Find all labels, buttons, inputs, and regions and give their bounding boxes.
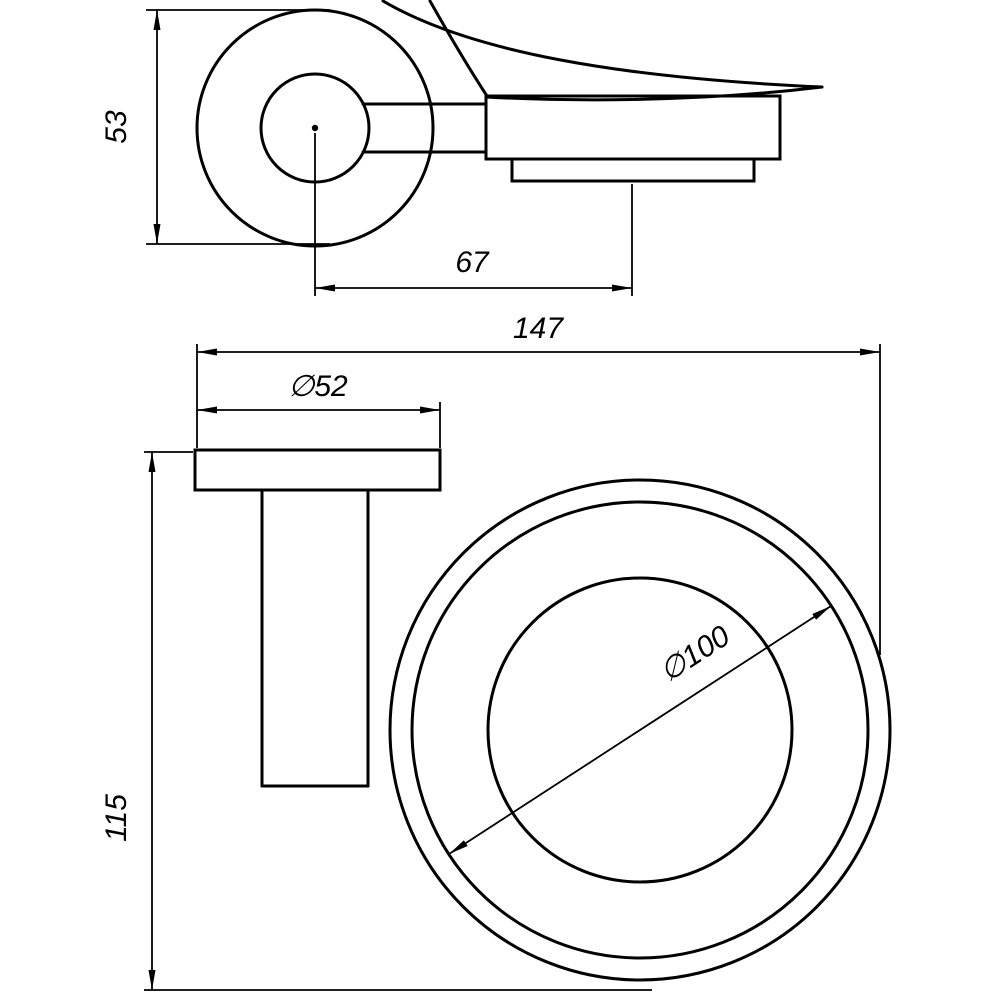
dim-53-arrow-top [153,10,161,30]
holder-body [484,94,782,161]
dimension-d100: ∅100 [448,605,832,855]
dish-inner-circle [486,576,794,884]
wall-plate [193,448,442,492]
dim-d100-arrow-lower [449,840,468,854]
dim-67-label: 67 [455,246,490,279]
dim-147-label: 147 [513,312,564,345]
dim-d100-arrow-upper [812,606,831,620]
dim-53-label: 53 [100,110,133,144]
holder-tray [510,157,756,183]
dim-147-arrow-left [197,348,217,356]
dish-middle-circle [410,500,870,960]
dimension-115: 115 [100,451,652,991]
dish-rim-curve [381,0,824,89]
front-view [193,448,892,982]
flange-center-dot [311,124,319,132]
dim-147-arrow-right [860,348,880,356]
dim-67-arrow-left [315,284,335,292]
dim-115-arrow-top [148,452,156,472]
dimension-67: 67 [314,133,633,296]
dim-115-label: 115 [100,794,133,842]
dim-d52-arrow-right [420,406,440,414]
dim-d100-label: ∅100 [654,619,736,688]
dim-d100-line [448,605,832,855]
dimension-53: 53 [100,9,330,245]
dimension-147: 147 [196,312,881,655]
dish-outer-circle [388,478,892,982]
dim-d52-arrow-left [197,406,217,414]
side-view [195,0,824,248]
dim-115-arrow-bottom [148,970,156,990]
dish-underside-curve [484,85,824,102]
dish-inner-curve [428,0,489,98]
dim-67-arrow-right [612,284,632,292]
dimension-d52: ∅52 [197,370,441,448]
dim-d52-label: ∅52 [288,370,348,403]
dim-53-arrow-bottom [153,224,161,244]
